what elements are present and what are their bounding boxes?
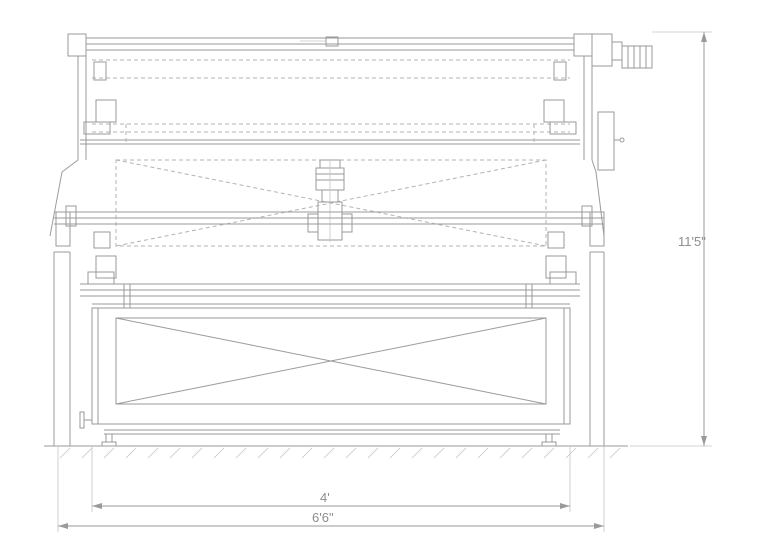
ground-hatch-mark	[279, 447, 291, 459]
ground-hatch-mark	[433, 447, 445, 459]
ground-hatch-mark	[169, 447, 181, 459]
drive-motor	[591, 33, 653, 69]
lower-housing	[53, 251, 605, 446]
ground-hatch-mark	[59, 447, 71, 459]
ground-hatch-mark	[499, 447, 511, 459]
ground-hatch-mark	[521, 447, 533, 459]
ground-hatch-mark	[477, 447, 489, 459]
ground-hatch-mark	[257, 447, 269, 459]
ground-hatch-mark	[147, 447, 159, 459]
ground-hatch-mark	[235, 447, 247, 459]
ground-hatch-mark	[587, 447, 599, 459]
ground-hatch-mark	[367, 447, 379, 459]
upper-panel	[115, 159, 547, 247]
ground-hatch-mark	[543, 447, 555, 459]
outer-width-dimension	[57, 446, 605, 532]
ground-hatch-mark	[609, 447, 621, 459]
ground-hatch-mark	[81, 447, 93, 459]
ground-hatch-mark	[301, 447, 313, 459]
inner-width-label: 4'	[320, 490, 330, 505]
ground-line	[44, 445, 628, 459]
ground-hatch-mark	[213, 447, 225, 459]
lower-bearing-brackets	[87, 231, 577, 285]
tank	[91, 307, 571, 435]
feet	[101, 433, 557, 447]
ground-hatch-mark	[323, 447, 335, 459]
center-motor-assembly	[307, 159, 353, 242]
upper-bearing-brackets	[83, 61, 577, 135]
ground-hatch-mark	[455, 447, 467, 459]
height-dimension	[630, 31, 712, 447]
outer-width-label: 6'6"	[312, 510, 334, 525]
ground-hatch-mark	[103, 447, 115, 459]
ground-hatch-mark	[389, 447, 401, 459]
ground-hatch-mark	[565, 447, 577, 459]
ground-hatch-mark	[191, 447, 203, 459]
ground-hatch-mark	[125, 447, 137, 459]
height-label: 11'5"	[678, 234, 706, 249]
drain-valve	[79, 411, 92, 429]
ground-hatch-mark	[411, 447, 423, 459]
upper-enclosure	[49, 56, 605, 237]
main-beam	[54, 205, 605, 247]
shaft-rails	[80, 283, 580, 309]
inner-width-dimension	[91, 446, 571, 512]
control-box	[597, 111, 625, 171]
top-crossbar	[67, 33, 593, 57]
ground-hatch-mark	[345, 447, 357, 459]
